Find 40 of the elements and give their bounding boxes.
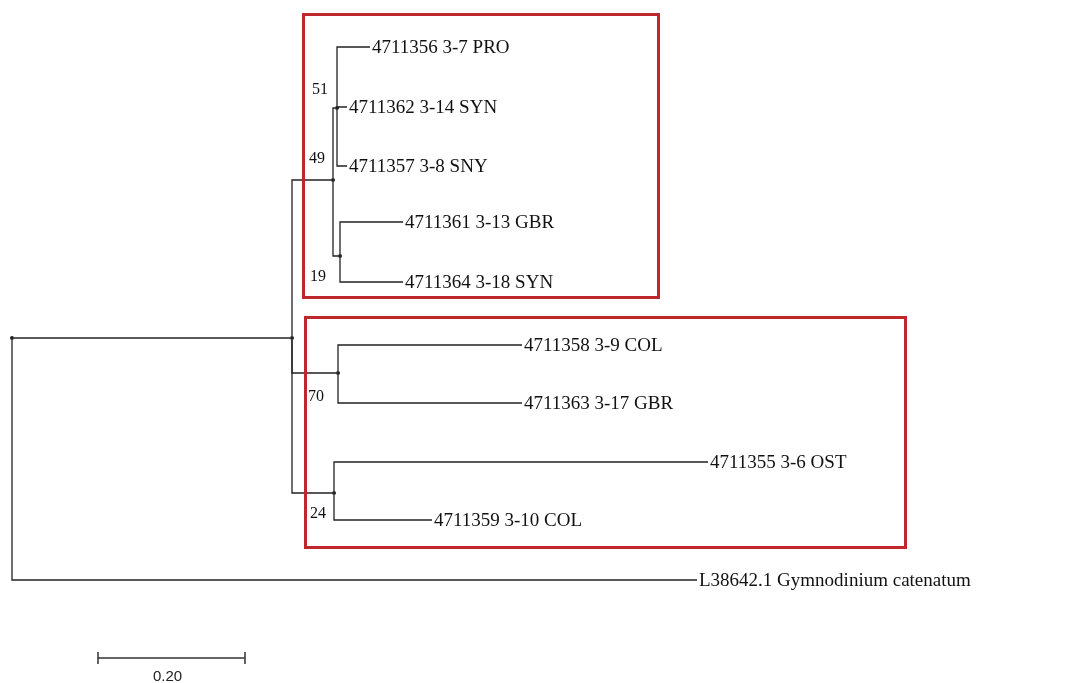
tree-branch [337, 344, 523, 372]
taxon-label: 4711364 3-18 SYN [403, 271, 556, 293]
tree-branch [291, 339, 333, 494]
tree-branch [339, 221, 404, 255]
taxon-label: 4711355 3-6 OST [708, 451, 849, 473]
bootstrap-value: 49 [309, 149, 325, 167]
branch-node [338, 254, 342, 258]
taxon-label: 4711358 3-9 COL [522, 334, 665, 356]
branch-node [332, 491, 336, 495]
taxon-label: 4711363 3-17 GBR [522, 392, 676, 414]
bootstrap-value: 70 [308, 387, 324, 405]
tree-branch [333, 494, 433, 521]
tree-branch [337, 374, 523, 404]
bootstrap-value: 24 [310, 504, 326, 522]
tree-branch [333, 461, 709, 492]
taxon-label: 4711357 3-8 SNY [347, 155, 490, 177]
taxon-label: 4711361 3-13 GBR [403, 211, 557, 233]
taxon-label: 4711356 3-7 PRO [370, 36, 512, 58]
tree-branch [332, 107, 336, 179]
tree-branch [336, 105, 348, 108]
tree-branch [336, 109, 348, 167]
bootstrap-value: 51 [312, 80, 328, 98]
branch-node [335, 106, 339, 110]
branch-node [336, 371, 340, 375]
taxon-label: 4711362 3-14 SYN [347, 96, 500, 118]
tree-branch [332, 181, 339, 257]
branch-node [10, 336, 14, 340]
scale-label: 0.20 [153, 667, 183, 683]
bootstrap-value: 19 [310, 267, 326, 285]
branch-node [290, 336, 294, 340]
tree-branch [13, 337, 291, 339]
branch-node [331, 178, 335, 182]
clade-highlight-box [304, 316, 907, 549]
taxon-label: 4711359 3-10 COL [432, 509, 585, 531]
tree-branch [336, 46, 371, 107]
tree-branch [11, 339, 698, 581]
tree-branch [291, 179, 332, 337]
tree-branch [339, 257, 404, 283]
clade-highlight-box [302, 13, 660, 299]
taxon-label: L38642.1 Gymnodinium catenatum [697, 569, 973, 591]
